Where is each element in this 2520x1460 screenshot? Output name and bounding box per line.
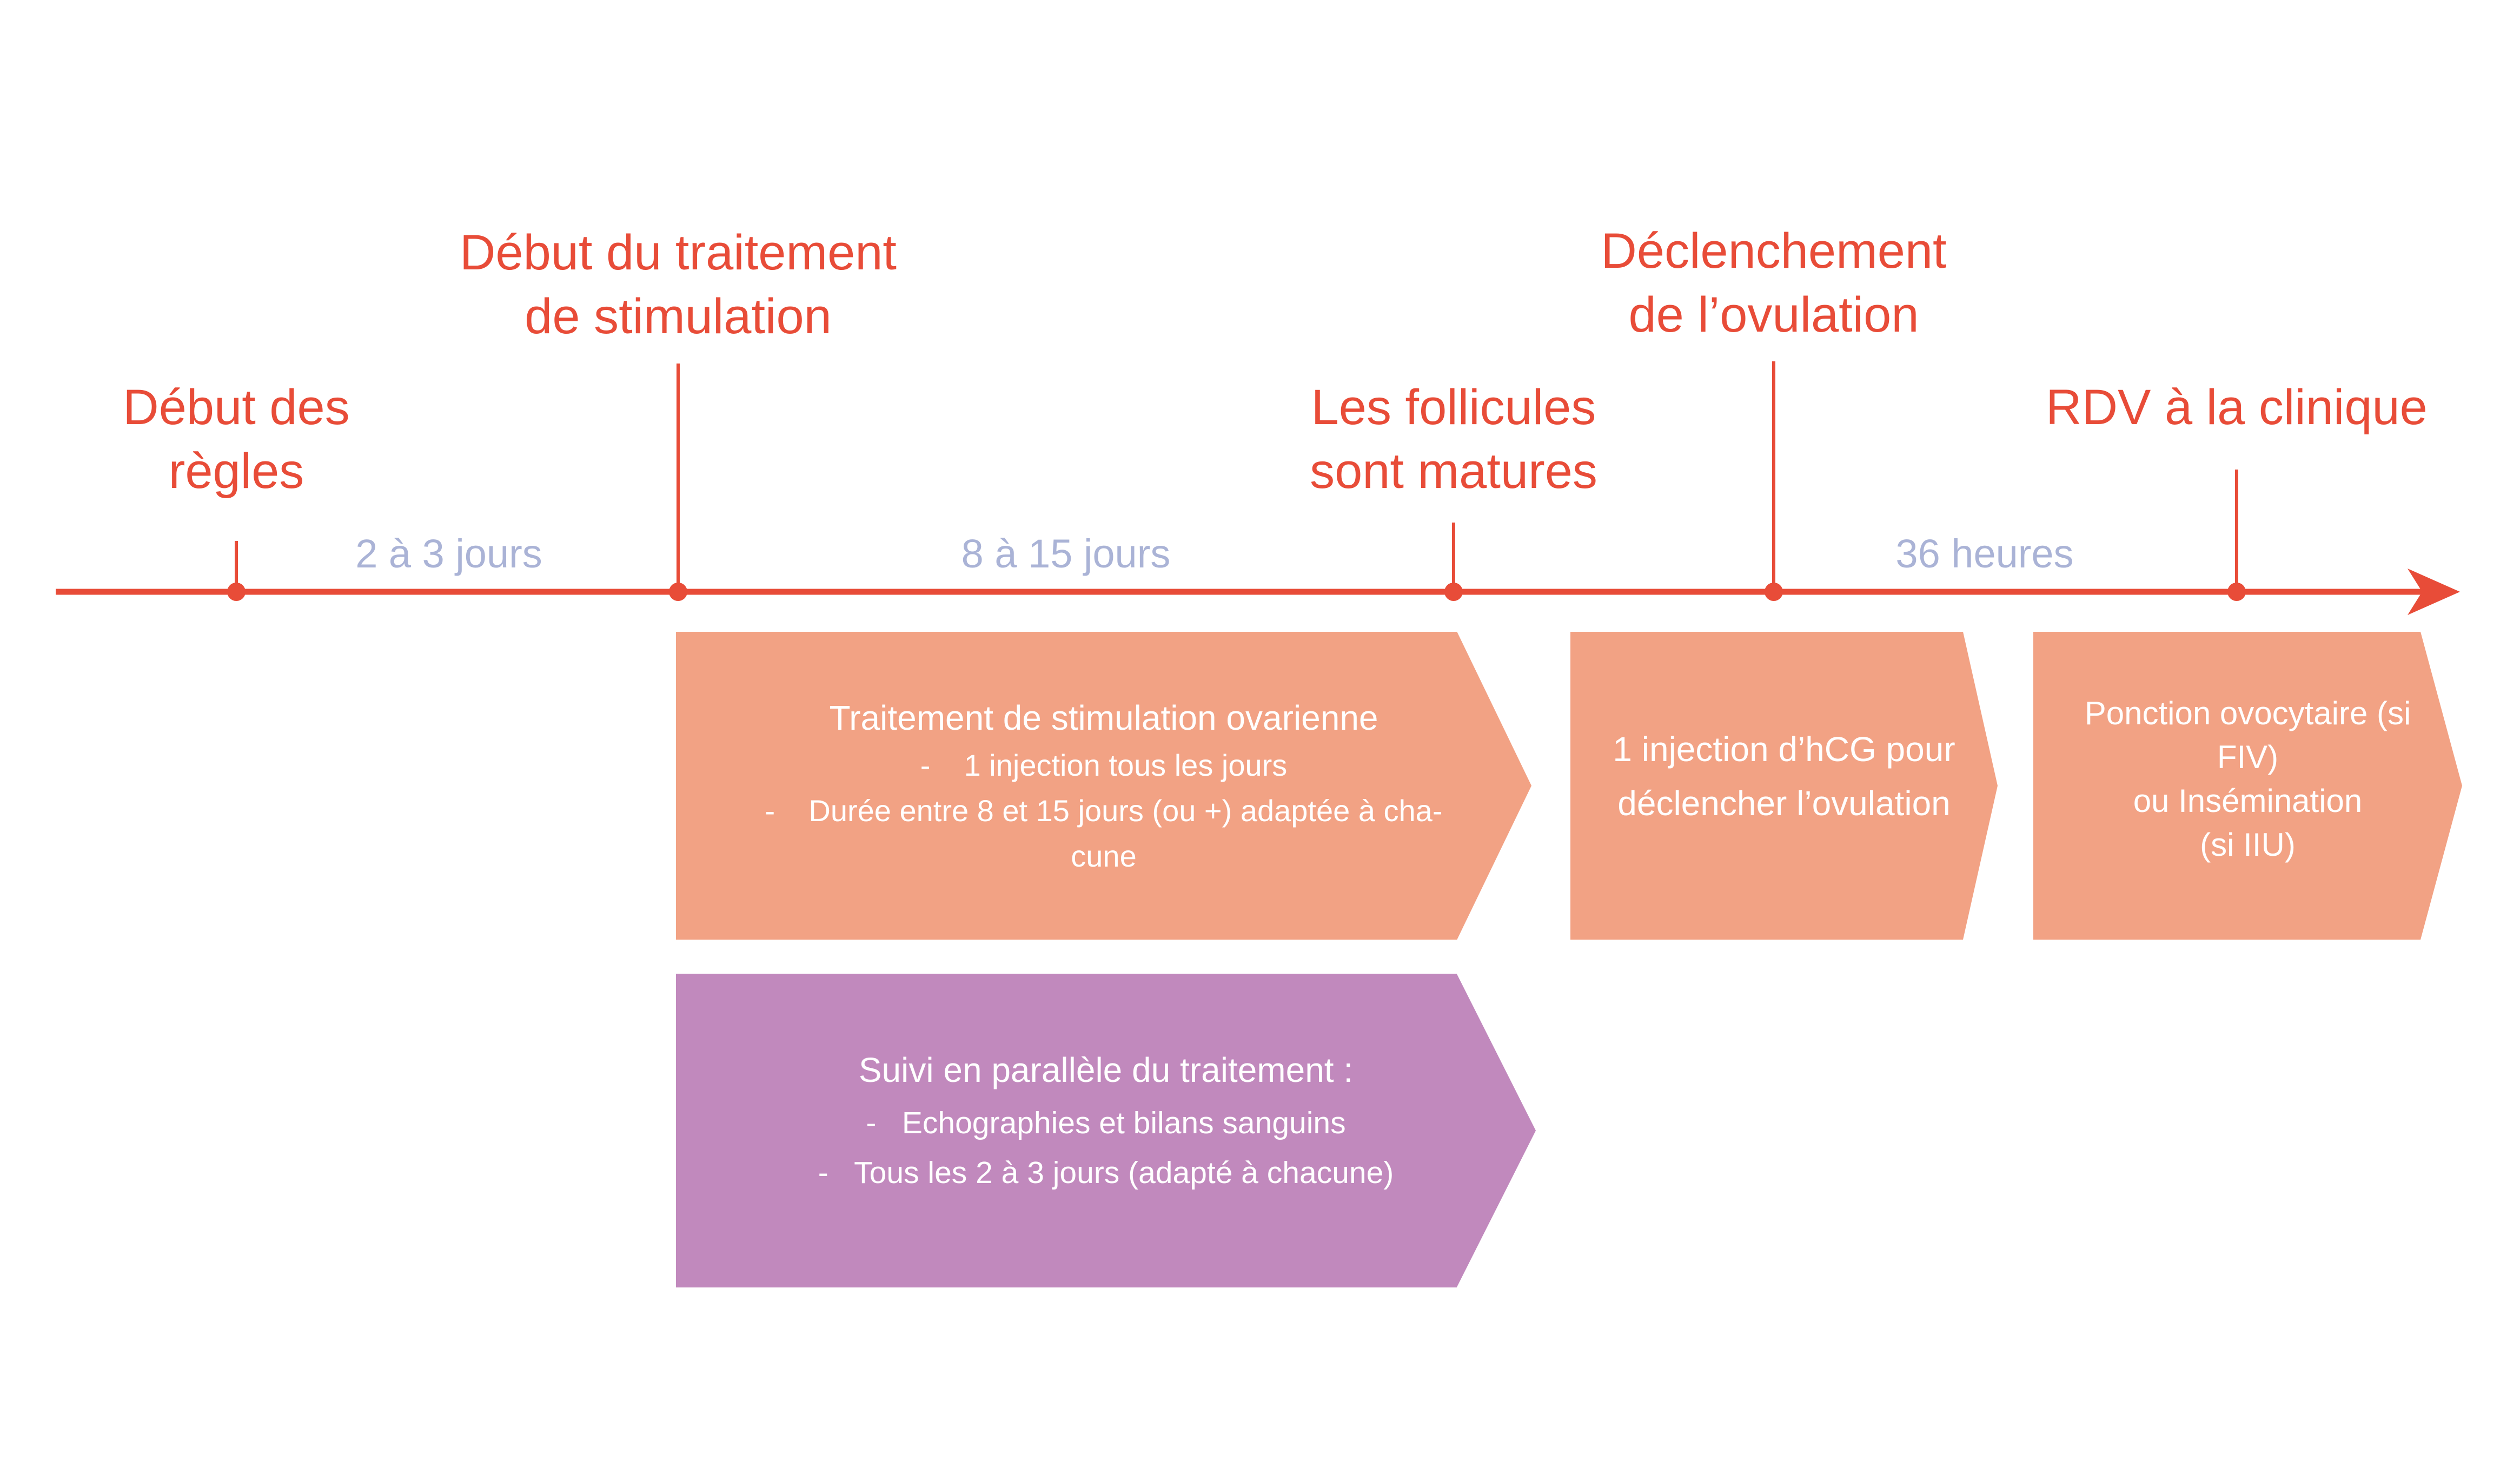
box-text-line: ou Insémination [2133,782,2363,819]
box-clinic-procedure: Ponction ovocytaire (si FIV) ou Insémina… [2033,632,2462,940]
timeline-dot-rdv-clinique [2227,583,2246,601]
timeline-dot-debut-traitement [669,583,687,601]
event-label-line: Début des [123,380,350,435]
event-label-line: sont matures [1310,444,1597,499]
timeline-dot-follicules-matures [1444,583,1463,601]
box-text-line: déclencher l’ovulation [1617,783,1951,823]
box-title-line: Suivi en parallèle du traitement : [858,1051,1354,1089]
event-label-line: Les follicules [1311,380,1596,435]
event-label-line: Début du traitement [459,225,897,280]
duration-label-8-15-jours: 8 à 15 jours [961,531,1171,576]
box-text-line: Ponction ovocytaire (si [2084,695,2411,731]
timeline-dot-declenchement [1765,583,1783,601]
event-label-line: de l’ovulation [1628,287,1919,342]
event-label-line: règles [168,444,304,499]
box-bullet-line: cune [1071,838,1137,873]
duration-label-2-3-jours: 2 à 3 jours [355,531,542,576]
event-label-follicules-matures: Les follicules sont matures [1075,375,1832,503]
duration-label-36-heures: 36 heures [1895,531,2074,576]
box-bullet-line: - Echographies et bilans sanguins [866,1106,1346,1140]
event-label-declenchement: Déclenchement de l’ovulation [1395,219,2152,347]
event-label-debut-des-regles: Début des règles [0,375,615,503]
box-text-line: (si IIU) [2200,826,2296,863]
box-text-line: FIV) [2217,738,2279,775]
box-bullet-line: - Durée entre 8 et 15 jours (ou +) adapt… [765,793,1443,828]
event-label-line: RDV à la clinique [2046,380,2428,435]
event-label-line: de stimulation [525,289,832,344]
event-label-debut-traitement: Début du traitement de stimulation [300,221,1057,348]
event-label-rdv-clinique: RDV à la clinique [1858,375,2520,439]
box-bullet-line: - 1 injection tous les jours [920,748,1288,782]
box-text-line: 1 injection d’hCG pour [1613,729,1955,769]
box-stimulation-treatment: Traitement de stimulation ovarienne - 1 … [676,632,1531,940]
event-label-line: Déclenchement [1601,223,1947,279]
box-bullet-line: - Tous les 2 à 3 jours (adapté à chacune… [818,1155,1394,1190]
box-hcg-trigger: 1 injection d’hCG pour déclencher l’ovul… [1570,632,1998,940]
timeline-arrowhead-icon [2408,569,2460,615]
timeline-dot-debut-regles [227,583,246,601]
box-parallel-monitoring: Suivi en parallèle du traitement : - Ech… [676,974,1536,1287]
box-title-line: Traitement de stimulation ovarienne [829,698,1378,737]
